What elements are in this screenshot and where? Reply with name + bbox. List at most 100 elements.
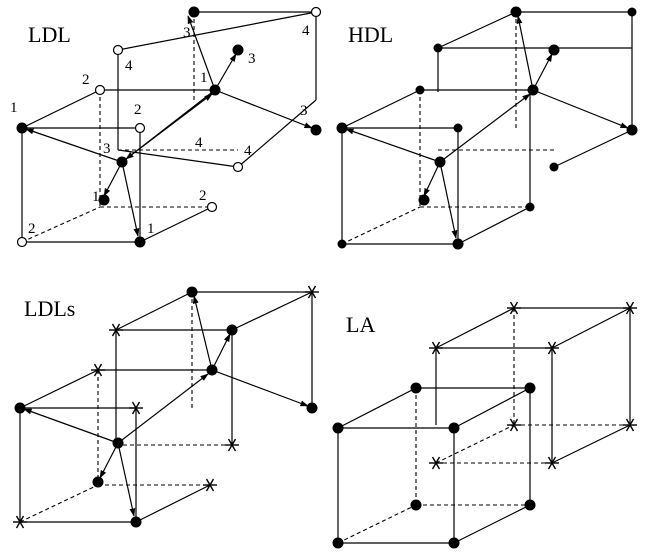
asterisk-site [91,363,105,377]
site-label: 1 [92,189,100,205]
site-open [206,201,218,213]
site-labels: 1 2 2 3 4 3 1 3 4 3 4 4 1 2 1 2 [10,23,310,237]
site-filled [112,437,124,449]
asterisk-site [429,341,443,355]
back-cube [437,11,633,168]
site-filled [418,194,430,206]
asterisk-site [305,285,319,299]
panel-title: LDLs [24,296,75,321]
site-filled [527,84,539,96]
back-cube [115,291,313,446]
panel-hdl: HDL [336,6,638,250]
site-filled [510,6,522,18]
site-label: 3 [103,141,111,157]
site-filled [626,124,638,136]
hydrogen-bonds [345,15,629,239]
sites [14,286,318,528]
site-open [16,236,28,248]
sites [336,6,638,250]
front-cube [341,89,533,245]
site-label: 4 [302,23,310,39]
site-filled [226,324,238,336]
site-label: 2 [134,102,142,118]
site-filled [310,124,322,136]
panel-ldl: LDL [10,6,322,248]
vacancy-sites [13,285,319,529]
site-filled [433,43,443,53]
asterisk-site [225,438,239,452]
site-filled [410,499,422,511]
site-open [94,84,106,96]
site-label: 2 [199,188,207,204]
hydrogen-bonds [25,15,313,237]
site-filled [188,6,200,18]
site-open [310,6,322,18]
vacancy-sites [429,301,637,470]
asterisk-site [507,418,521,432]
site-label: 3 [248,51,256,67]
site-filled [134,236,146,248]
panel-la: LA [332,301,637,549]
site-label: 1 [10,100,18,116]
site-filled [627,7,637,17]
site-filled [448,537,460,549]
site-filled [209,84,221,96]
site-filled [14,402,26,414]
site-filled [452,238,464,250]
site-filled [524,499,536,511]
site-label: 2 [28,221,36,237]
asterisk-site [429,456,443,470]
hydrogen-bonds [23,295,309,517]
site-filled [434,156,446,168]
asterisk-site [13,515,27,529]
site-filled [130,516,142,528]
panel-title: LDL [28,22,71,47]
site-open [134,122,146,134]
site-filled [332,422,344,434]
sites [16,6,322,248]
site-filled [336,122,348,134]
site-filled [92,476,104,488]
front-cube [19,369,212,523]
site-filled [453,123,463,133]
site-label: 1 [147,221,155,237]
site-label: 3 [183,25,191,41]
site-open [232,161,244,173]
panel-title: HDL [348,22,393,47]
site-filled [525,202,535,212]
asterisk-site [545,341,559,355]
back-cube [117,11,317,168]
asterisk-site [109,323,123,337]
site-filled [415,85,425,95]
site-filled [232,44,244,56]
panel-ldls: LDLs [13,285,319,529]
asterisk-site [507,301,521,315]
front-cube [337,387,531,544]
panel-title: LA [346,312,375,337]
asterisk-site [623,301,637,315]
asterisk-site [623,418,637,432]
site-label: 4 [244,143,252,159]
site-filled [186,286,198,298]
site-filled [337,239,347,249]
site-filled [98,194,110,206]
site-filled [549,162,559,172]
site-filled [16,122,28,134]
site-filled [332,537,344,549]
site-filled [116,156,128,168]
site-filled [306,402,318,414]
site-label: 4 [125,58,133,74]
site-label: 2 [82,72,90,88]
site-filled [524,382,536,394]
site-filled [410,382,422,394]
site-filled [548,44,560,56]
site-label: 1 [200,70,208,86]
asterisk-site [203,478,217,492]
site-filled [206,364,218,376]
site-label: 3 [300,103,308,119]
asterisk-site [129,401,143,415]
back-cube [435,307,631,464]
site-filled [448,422,460,434]
asterisk-site [545,456,559,470]
